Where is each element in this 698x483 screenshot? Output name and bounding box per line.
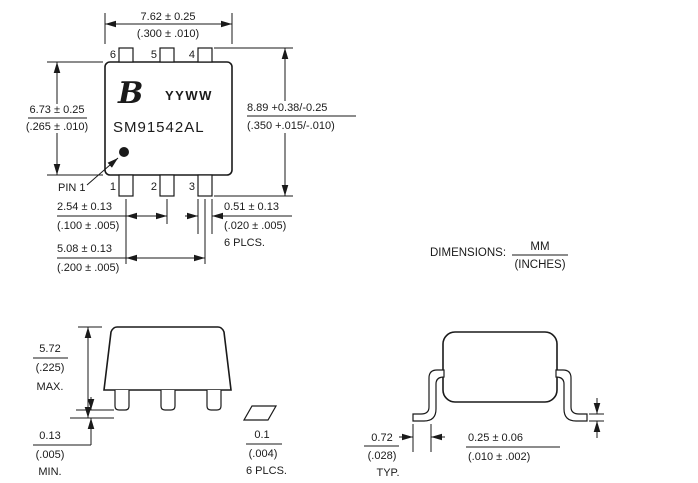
dim-standoff-mm: 0.13 <box>39 430 60 442</box>
pin-1-number: 1 <box>110 181 116 193</box>
date-code-marking: YYWW <box>165 88 213 103</box>
pin-4-pad <box>197 47 213 63</box>
dim-lead-thickness-in: (.010 ± .002) <box>468 451 530 463</box>
dim-body-height: 6.73 ± 0.25 (.265 ± .010) <box>26 61 103 176</box>
dim-foot-in: (.028) <box>368 450 397 462</box>
dim-span-mm: 5.08 ± 0.13 <box>57 243 112 255</box>
dim-width-mm: 7.62 ± 0.25 <box>141 11 196 23</box>
dim-width: 7.62 ± 0.25 (.300 ± .010) <box>104 11 233 44</box>
pin1-indicator-dot <box>119 147 129 157</box>
pin-5-number: 5 <box>151 49 157 61</box>
pin-2-pad <box>159 174 175 197</box>
dim-coplanarity: 0.1 (.004) 6 PLCS. <box>242 405 287 477</box>
dim-span-in: (.200 ± .005) <box>57 262 119 274</box>
dim-pin-width: 0.51 ± 0.13 (.020 ± .005) 6 PLCS. <box>185 199 292 249</box>
coplanarity-symbol <box>242 405 278 421</box>
front-view: 5.72 (.225) MAX. 0.13 (.005) MIN. 0.1 (.… <box>33 326 287 478</box>
side-lead-left <box>412 369 445 422</box>
pin1-leader-line <box>86 157 119 186</box>
dim-pin-width-in: (.020 ± .005) <box>224 220 286 232</box>
dim-overall-height-mm: 8.89 +0.38/-0.25 <box>247 102 327 114</box>
side-view: 0.72 (.028) TYP. 0.25 ± 0.06 (.010 ± .00… <box>364 331 604 479</box>
dim-pin-width-mm: 0.51 ± 0.13 <box>224 201 279 213</box>
pin-6-pad <box>118 47 134 63</box>
dim-width-in: (.300 ± .010) <box>137 28 199 40</box>
dim-pitch: 2.54 ± 0.13 (.100 ± .005) <box>57 199 168 264</box>
dim-foot: 0.72 (.028) TYP. <box>364 424 445 479</box>
pin-3-number: 3 <box>189 181 195 193</box>
dim-pitch-mm: 2.54 ± 0.13 <box>57 201 112 213</box>
side-body-outline <box>442 331 558 403</box>
side-lead-right <box>555 369 588 422</box>
pin-3-pad <box>197 174 213 197</box>
dim-coplanarity-mm: 0.1 <box>254 429 269 441</box>
dim-max-height-note: MAX. <box>37 381 64 393</box>
dim-coplanarity-note: 6 PLCS. <box>246 465 287 477</box>
dim-max-height-in: (.225) <box>36 362 65 374</box>
dim-max-height: 5.72 (.225) MAX. <box>33 326 102 418</box>
dim-pitch-in: (.100 ± .005) <box>57 220 119 232</box>
units-note-inches: (INCHES) <box>514 259 565 271</box>
pin-6-number: 6 <box>110 49 116 61</box>
pin1-label: PIN 1 <box>58 182 86 194</box>
dim-max-height-mm: 5.72 <box>39 343 60 355</box>
dim-overall-height-in: (.350 +.015/-.010) <box>247 120 335 132</box>
part-number-marking: SM91542AL <box>113 119 205 136</box>
dim-lead-thickness-mm: 0.25 ± 0.06 <box>468 432 523 444</box>
pin-1-pad <box>118 174 134 197</box>
dim-standoff: 0.13 (.005) MIN. <box>33 397 95 478</box>
front-lead-3 <box>206 390 222 411</box>
front-lead-1 <box>114 390 130 411</box>
top-view: 6 5 4 1 2 3 B YYWW SM91542AL PIN 1 7.62 … <box>26 11 356 274</box>
dim-foot-note: TYP. <box>376 467 399 479</box>
units-note-mm: MM <box>530 241 549 253</box>
dim-foot-mm: 0.72 <box>371 432 392 444</box>
dim-body-height-mm: 6.73 ± 0.25 <box>30 104 85 116</box>
dim-body-height-in: (.265 ± .010) <box>26 121 88 133</box>
dim-standoff-note: MIN. <box>38 466 61 478</box>
dim-overall-height: 8.89 +0.38/-0.25 (.350 +.015/-.010) <box>214 47 356 197</box>
pin-5-pad <box>159 47 175 63</box>
front-lead-2 <box>160 390 176 411</box>
dim-lead-thickness: 0.25 ± 0.06 (.010 ± .002) <box>466 398 604 463</box>
pin-2-number: 2 <box>151 181 157 193</box>
front-body-outline <box>103 326 232 391</box>
dim-pin-width-note: 6 PLCS. <box>224 237 265 249</box>
dim-span: 5.08 ± 0.13 (.200 ± .005) <box>57 199 206 274</box>
pin-4-number: 4 <box>189 49 195 61</box>
units-note-label: DIMENSIONS: <box>430 247 506 259</box>
bourns-logo-icon: B <box>117 76 143 111</box>
units-note: DIMENSIONS: MM (INCHES) <box>430 241 568 271</box>
dim-coplanarity-in: (.004) <box>249 448 278 460</box>
dim-standoff-in: (.005) <box>36 449 65 461</box>
